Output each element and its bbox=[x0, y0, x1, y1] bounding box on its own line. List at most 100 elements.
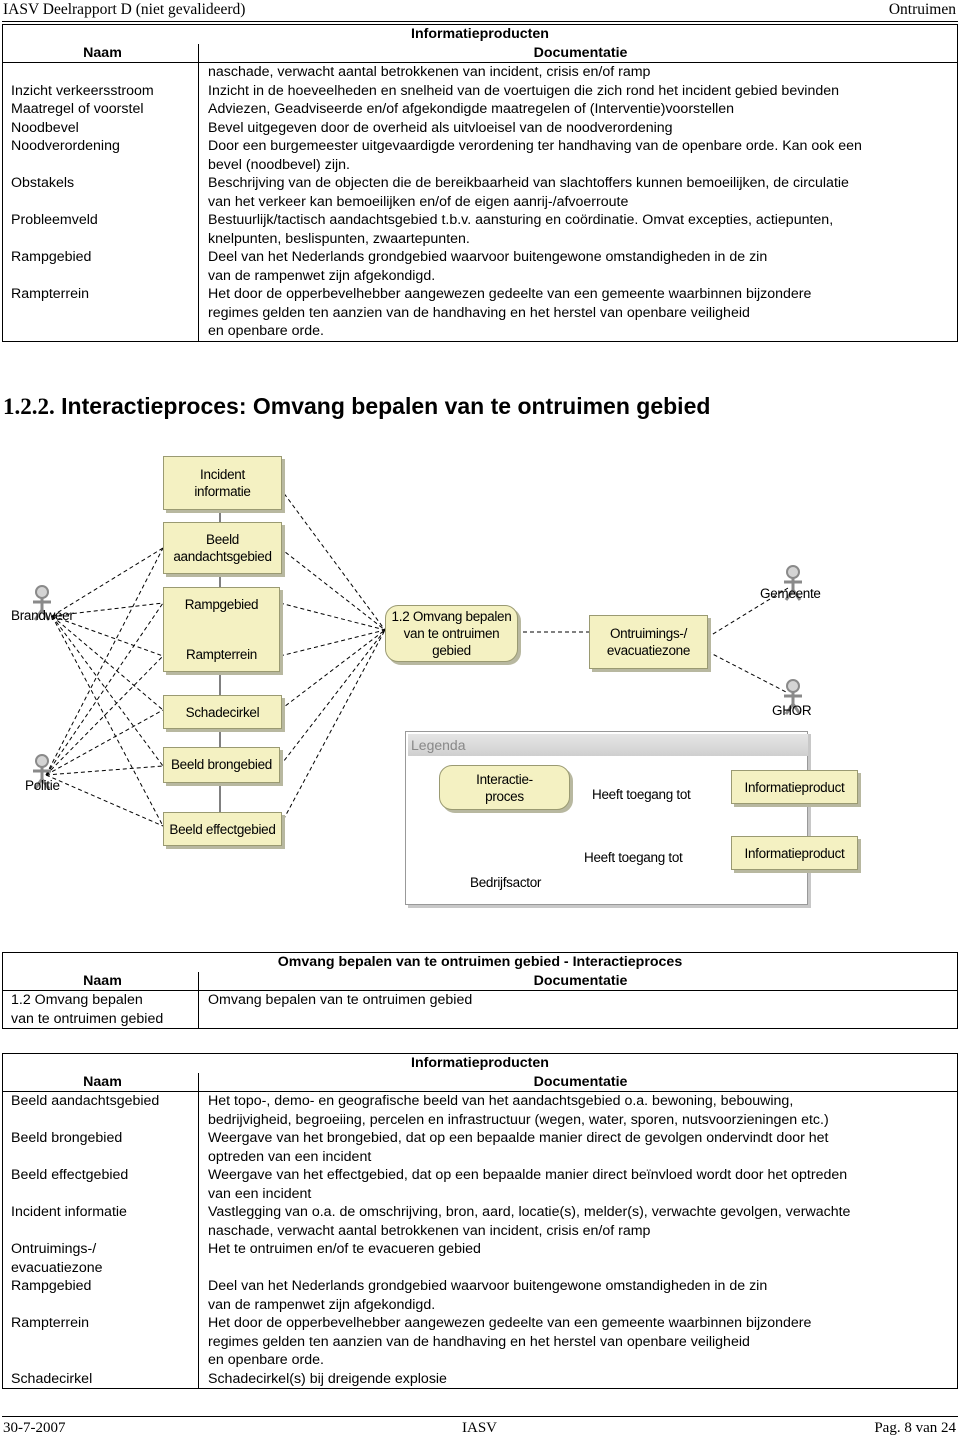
box-label-line: evacuatiezone bbox=[606, 643, 691, 658]
cell-line: Rampterrein bbox=[11, 1315, 90, 1331]
legend-title: Legenda bbox=[408, 734, 808, 756]
cell-line: Deel van het Nederlands grondgebied waar… bbox=[208, 1278, 768, 1294]
table-title-row: Informatieproducten bbox=[2, 1053, 958, 1073]
table-title-row: Informatieproducten bbox=[2, 24, 958, 44]
cell-documentation: Omvang bepalen van te ontruimen gebied bbox=[198, 990, 958, 1029]
cell-line: van een incident bbox=[208, 1185, 312, 1202]
table-row: Inzicht verkeersstroom Inzicht in de hoev… bbox=[2, 81, 958, 100]
cell-name: Rampgebied bbox=[2, 248, 199, 285]
cell-documentation: Inzicht in de hoeveelheden en snelheid v… bbox=[198, 81, 958, 100]
cell-line: Bestuurlijk/tactisch aandachtsgebied t.b… bbox=[208, 212, 834, 228]
cell-line: Incident informatie bbox=[11, 1204, 127, 1220]
cell-line: Beeld effectgebied bbox=[11, 1167, 129, 1183]
cell-name: Obstakels bbox=[2, 174, 199, 211]
cell-documentation: Vastlegging van o.a. de omschrijving, br… bbox=[198, 1203, 958, 1240]
cell-line: optreden van een incident bbox=[208, 1148, 372, 1165]
table-row: Schadecirkel Schadecirkel(s) bij dreigend… bbox=[2, 1369, 958, 1389]
cell-documentation: Bevel uitgegeven door de overheid als ui… bbox=[198, 118, 958, 137]
cell-line: Ontruimings-/ bbox=[11, 1241, 97, 1257]
cell-name: Beeld brongebied bbox=[2, 1129, 199, 1166]
page-header: IASV Deelrapport D (niet gevalideerd) On… bbox=[0, 0, 960, 22]
cell-documentation: Weergave van het brongebied, dat op een … bbox=[198, 1129, 958, 1166]
cell-documentation: Adviezen, Geadviseerde en/of afgekondigd… bbox=[198, 100, 958, 119]
cell-documentation: Het te ontruimen en/of te evacueren gebi… bbox=[198, 1240, 958, 1277]
box-label-rampterrein: Rampterrein bbox=[186, 647, 257, 662]
section-number: 1.2.2. bbox=[3, 394, 55, 419]
legend-process-line: Interactie- bbox=[476, 771, 533, 787]
cell-documentation: Beschrijving van de objecten die de bere… bbox=[198, 174, 958, 211]
cell-line: Rampgebied bbox=[11, 1278, 92, 1294]
box-beeld-brongebied: Beeld brongebied bbox=[163, 747, 280, 783]
table-row: Incident informatie Vastlegging van o.a. … bbox=[2, 1203, 958, 1240]
box-beeld-aandachtsgebied: Beeld aandachtsgebied bbox=[163, 522, 282, 574]
actor-gemeente-label: Gemeente bbox=[760, 586, 821, 601]
cell-name: Probleemveld bbox=[2, 211, 199, 248]
column-header-documentation: Documentatie bbox=[198, 971, 958, 991]
cell-line: Door een burgemeester uitgevaardigde ver… bbox=[208, 138, 862, 154]
cell-line: bedrijvigheid, begroeiing, percelen en i… bbox=[208, 1111, 829, 1128]
column-header-documentation: Documentatie bbox=[198, 43, 958, 63]
cell-line: 1.2 Omvang bepalen bbox=[11, 992, 143, 1008]
cell-documentation: Door een burgemeester uitgevaardigde ver… bbox=[198, 137, 958, 174]
legend-product-label: Informatieproduct bbox=[744, 845, 845, 861]
column-header-name: Naam bbox=[2, 43, 199, 63]
cell-name bbox=[2, 62, 199, 82]
cell-line: regimes gelden ten aanzien van de handha… bbox=[208, 1333, 750, 1350]
actor-brandweer-icon bbox=[33, 585, 51, 621]
cell-line: Schadecirkel(s) bij dreigende explosie bbox=[208, 1370, 447, 1387]
legend-access-label-1: Heeft toegang tot bbox=[592, 787, 691, 802]
cell-name: Rampterrein bbox=[2, 1314, 199, 1370]
cell-name: Rampgebied bbox=[2, 1277, 199, 1314]
table-row: naschade, verwacht aantal betrokkenen va… bbox=[2, 62, 958, 82]
box-label-line: Beeld bbox=[205, 532, 240, 547]
cell-documentation: Deel van het Nederlands grondgebied waar… bbox=[198, 248, 958, 285]
actor-gemeente-icon bbox=[784, 565, 802, 601]
cell-name: Maatregel of voorstel bbox=[2, 100, 199, 119]
table-row: Rampgebied Deel van het Nederlands grondg… bbox=[2, 1277, 958, 1314]
cell-documentation: Het door de opperbevelhebber aangewezen … bbox=[198, 1314, 958, 1370]
cell-line: Omvang bepalen van te ontruimen gebied bbox=[208, 992, 473, 1008]
process-label-line: 1.2 Omvang bepalen bbox=[391, 609, 512, 624]
cell-name: Inzicht verkeersstroom bbox=[2, 81, 199, 100]
table-row: Rampterrein Het door de opperbevelhebber … bbox=[2, 1314, 958, 1370]
document-title: IASV Deelrapport D (niet gevalideerd) bbox=[3, 1, 246, 18]
actor-ghor-icon bbox=[784, 679, 802, 715]
cell-line: Beeld aandachtsgebied bbox=[11, 1093, 160, 1109]
box-label-line: informatie bbox=[194, 484, 251, 499]
box-label: Beeld brongebied bbox=[170, 757, 273, 772]
table-row: Maatregel of voorstel Adviezen, Geadvisee… bbox=[2, 100, 958, 119]
cell-line: Adviezen, Geadviseerde en/of afgekondigd… bbox=[208, 101, 735, 117]
cell-line: naschade, verwacht aantal betrokkenen va… bbox=[208, 1222, 651, 1239]
legend-process-symbol: Interactie- proces bbox=[439, 765, 570, 810]
process-label-line: gebied bbox=[432, 643, 471, 658]
cell-line: Inzicht in de hoeveelheden en snelheid v… bbox=[208, 82, 840, 99]
footer-date: 30-7-2007 bbox=[3, 1420, 66, 1436]
cell-line: van de rampenwet zijn afgekondigd. bbox=[208, 1296, 436, 1313]
box-beeld-effectgebied: Beeld effectgebied bbox=[163, 812, 282, 846]
table-title: Informatieproducten bbox=[2, 24, 958, 44]
actor-brandweer-label: Brandweer bbox=[11, 608, 74, 623]
table-row: Probleemveld Bestuurlijk/tactisch aandach… bbox=[2, 211, 958, 248]
cell-line: en openbare orde. bbox=[208, 1352, 324, 1368]
cell-name: Noodbevel bbox=[2, 118, 199, 137]
cell-documentation: Het door de opperbevelhebber aangewezen … bbox=[198, 285, 958, 342]
header-divider bbox=[2, 21, 958, 22]
cell-line: Schadecirkel bbox=[11, 1370, 93, 1387]
process-label-line: van te ontruimen bbox=[403, 626, 500, 641]
legend-product-label: Informatieproduct bbox=[744, 779, 845, 795]
section-heading: 1.2.2. Interactieproces: Omvang bepalen … bbox=[3, 393, 710, 420]
box-label-line: aandachtsgebied bbox=[173, 549, 272, 564]
column-header-name: Naam bbox=[2, 971, 199, 991]
cell-name: Incident informatie bbox=[2, 1203, 199, 1240]
actor-politie-label: Politie bbox=[25, 778, 60, 793]
cell-line: bevel (noodbevel) zijn. bbox=[208, 156, 350, 173]
cell-documentation: Het topo-, demo- en geografische beeld v… bbox=[198, 1091, 958, 1129]
